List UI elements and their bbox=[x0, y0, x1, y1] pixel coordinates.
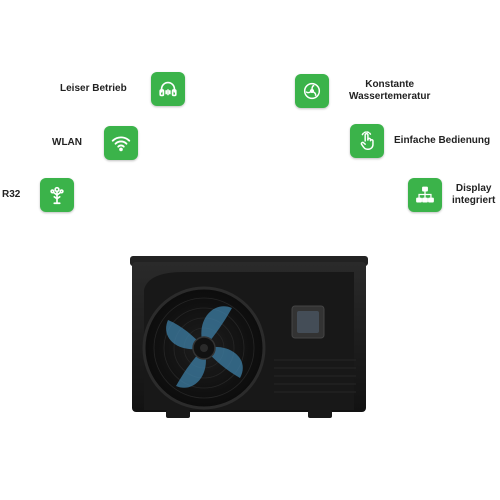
fan-icon bbox=[295, 74, 329, 108]
unit-foot-left bbox=[166, 410, 190, 418]
feature-display-integrated: Display integriert bbox=[408, 178, 495, 212]
feature-label: Display integriert bbox=[452, 183, 495, 207]
feature-label-line2: integriert bbox=[452, 195, 496, 206]
feature-label: Konstante Wassertemeratur bbox=[349, 79, 430, 103]
feature-r32: R32 bbox=[2, 178, 75, 212]
touch-icon bbox=[350, 124, 384, 158]
feature-label: R32 bbox=[2, 189, 21, 200]
unit-foot-right bbox=[308, 410, 332, 418]
feature-label: Einfache Bedienung bbox=[394, 135, 491, 146]
headphones-icon bbox=[150, 72, 185, 106]
feature-label: WLAN bbox=[52, 137, 82, 148]
feature-wlan: WLAN bbox=[52, 126, 138, 160]
feature-label-line2: Wassertemeratur bbox=[349, 91, 431, 102]
feature-label: Leiser Betrieb bbox=[60, 83, 127, 94]
wifi-icon bbox=[104, 126, 138, 160]
feature-label-line1: Display bbox=[455, 183, 492, 194]
side-vents bbox=[274, 359, 356, 393]
feature-easy-operation: Einfache Bedienung bbox=[350, 124, 490, 158]
heat-pump-unit bbox=[124, 250, 374, 435]
feature-quiet-operation: Leiser Betrieb bbox=[60, 72, 185, 106]
feature-constant-temperature: Konstante Wassertemeratur bbox=[295, 74, 430, 108]
hierarchy-icon bbox=[408, 178, 442, 212]
heat-pump-illustration bbox=[130, 256, 368, 418]
feature-label-line1: Konstante bbox=[365, 79, 415, 90]
tree-icon bbox=[40, 178, 75, 212]
